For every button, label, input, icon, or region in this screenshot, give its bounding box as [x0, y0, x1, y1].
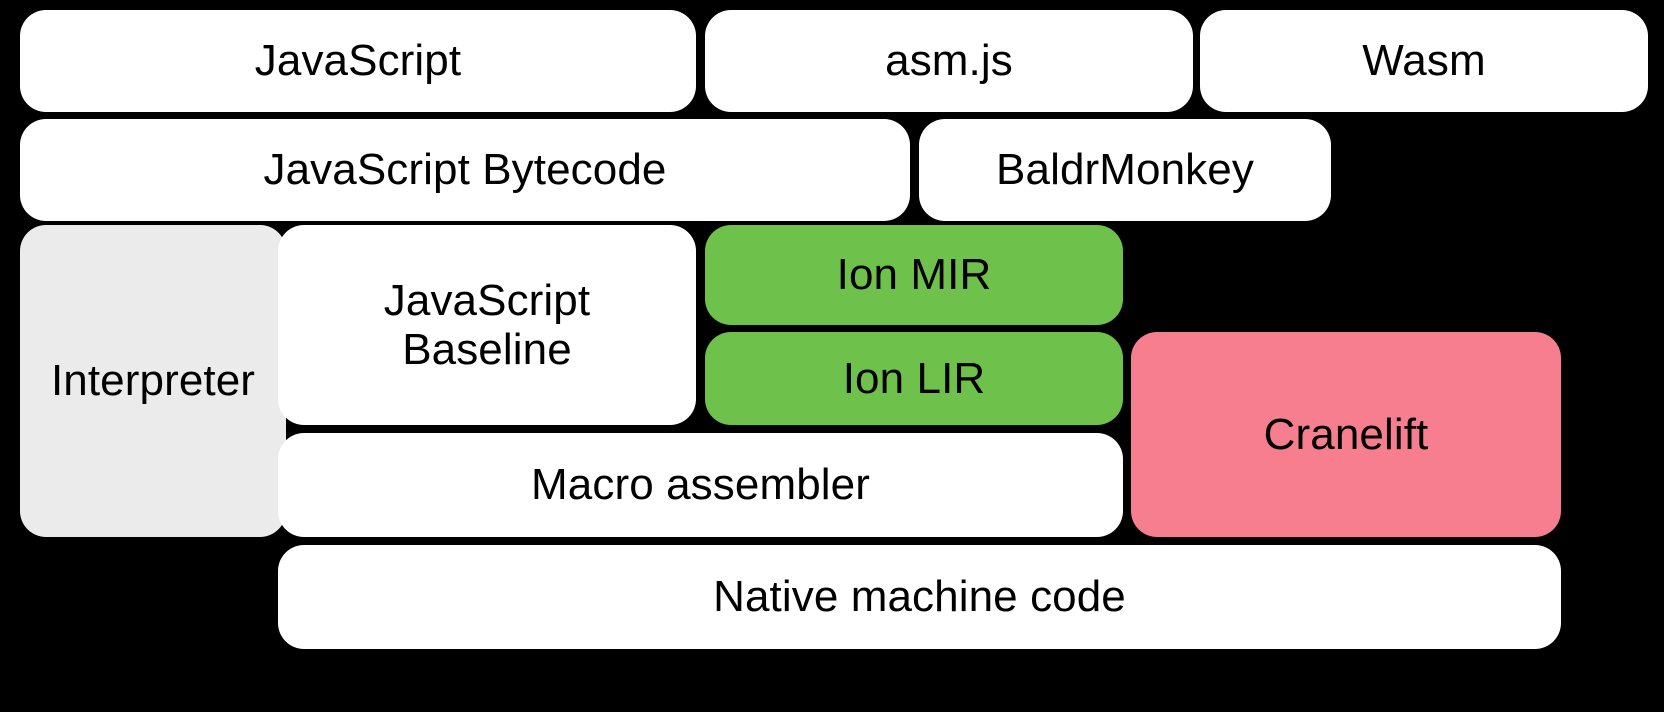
node-cranelift[interactable]: Cranelift: [1131, 332, 1561, 537]
node-baldrmonkey[interactable]: BaldrMonkey: [919, 119, 1331, 221]
node-interpreter[interactable]: Interpreter: [20, 225, 286, 537]
node-macro-assembler[interactable]: Macro assembler: [278, 433, 1123, 537]
node-ion-lir[interactable]: Ion LIR: [705, 332, 1123, 425]
node-wasm[interactable]: Wasm: [1200, 10, 1648, 112]
node-javascript-bytecode[interactable]: JavaScript Bytecode: [20, 119, 910, 221]
node-javascript-baseline[interactable]: JavaScript Baseline: [278, 225, 696, 425]
node-asm-js[interactable]: asm.js: [705, 10, 1193, 112]
node-native-machine-code[interactable]: Native machine code: [278, 545, 1561, 649]
node-ion-mir[interactable]: Ion MIR: [705, 225, 1123, 325]
node-javascript[interactable]: JavaScript: [20, 10, 696, 112]
